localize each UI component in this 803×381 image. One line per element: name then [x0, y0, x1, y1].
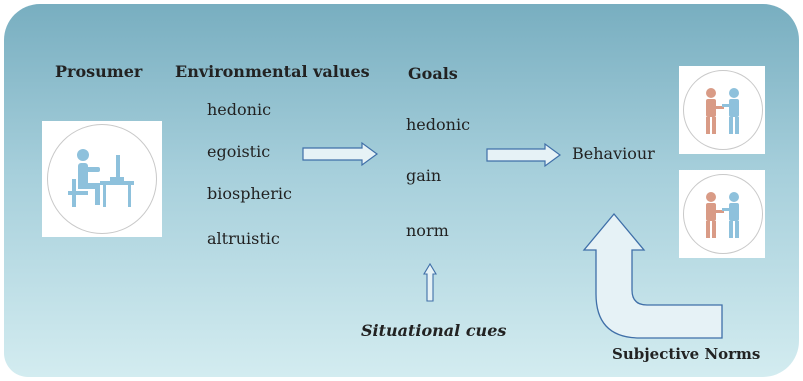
situational-cues-label: Situational cues	[361, 321, 507, 340]
arrow-cues-to-goals	[423, 262, 437, 302]
subjective-norms-label: Subjective Norms	[612, 345, 761, 363]
norms-icon-circle-top	[683, 70, 763, 150]
value-item-hedonic: hedonic	[207, 100, 272, 119]
goal-item-gain: gain	[406, 166, 442, 185]
person-at-computer-icon	[68, 149, 134, 207]
environmental-values-heading: Environmental values	[175, 62, 370, 81]
people-shaking-hands-icon	[706, 88, 739, 134]
prosumer-heading: Prosumer	[55, 62, 143, 81]
goal-item-hedonic: hedonic	[406, 115, 471, 134]
goal-item-norm: norm	[406, 221, 449, 240]
norms-icon-box-top	[679, 66, 765, 154]
value-item-altruistic: altruistic	[207, 229, 280, 248]
arrow-goals-to-behaviour	[486, 142, 562, 168]
goals-heading: Goals	[408, 64, 458, 83]
people-shaking-hands-icon	[706, 192, 739, 238]
value-item-biospheric: biospheric	[207, 184, 292, 203]
prosumer-icon-box	[42, 121, 162, 237]
value-item-egoistic: egoistic	[207, 142, 271, 161]
behaviour-label: Behaviour	[572, 144, 655, 163]
arrow-values-to-goals	[302, 141, 379, 167]
norms-icon-box-bottom	[679, 170, 765, 258]
norms-icon-circle-bottom	[683, 174, 763, 254]
prosumer-icon-circle	[47, 124, 157, 234]
arrow-norms-to-behaviour	[582, 212, 723, 339]
